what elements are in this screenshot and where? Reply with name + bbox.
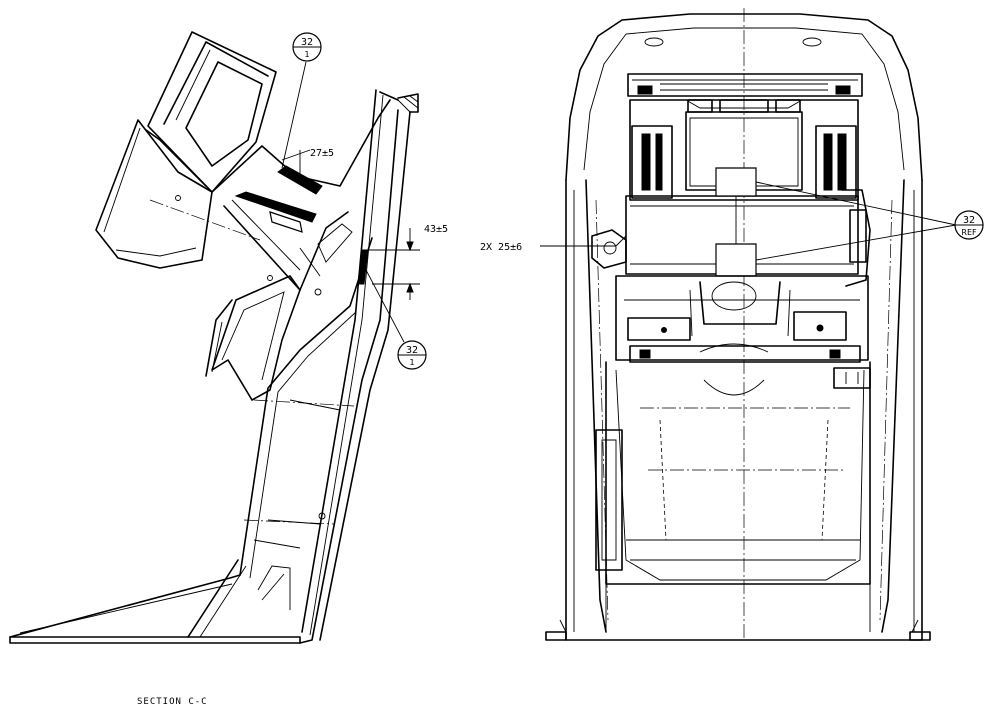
balloon-32-1-lower: 32 1 (365, 269, 427, 370)
balloon-3-bottom: REF (961, 228, 977, 237)
balloon-32-1-upper: 32 1 (281, 32, 322, 169)
balloon-1-top: 32 (301, 37, 313, 48)
dimension-27: 27±5 (281, 148, 334, 174)
dimension-43-label: 43±5 (424, 224, 448, 235)
balloon-2-bottom: 1 (409, 358, 414, 367)
front-view (545, 8, 931, 641)
dimension-27-label: 27±5 (310, 148, 334, 159)
balloon-32-ref: 32 REF (755, 181, 984, 261)
balloon-1-bottom: 1 (304, 50, 309, 59)
dimension-43: 43±5 (368, 224, 448, 300)
side-section-view (9, 31, 419, 644)
section-caption: SECTION C-C (137, 697, 208, 707)
balloon-2-top: 32 (406, 345, 418, 356)
balloon-3-top: 32 (963, 215, 975, 226)
dimension-2x-25-label: 2X 25±6 (480, 242, 522, 253)
dimension-2x-25: 2X 25±6 (480, 235, 627, 253)
